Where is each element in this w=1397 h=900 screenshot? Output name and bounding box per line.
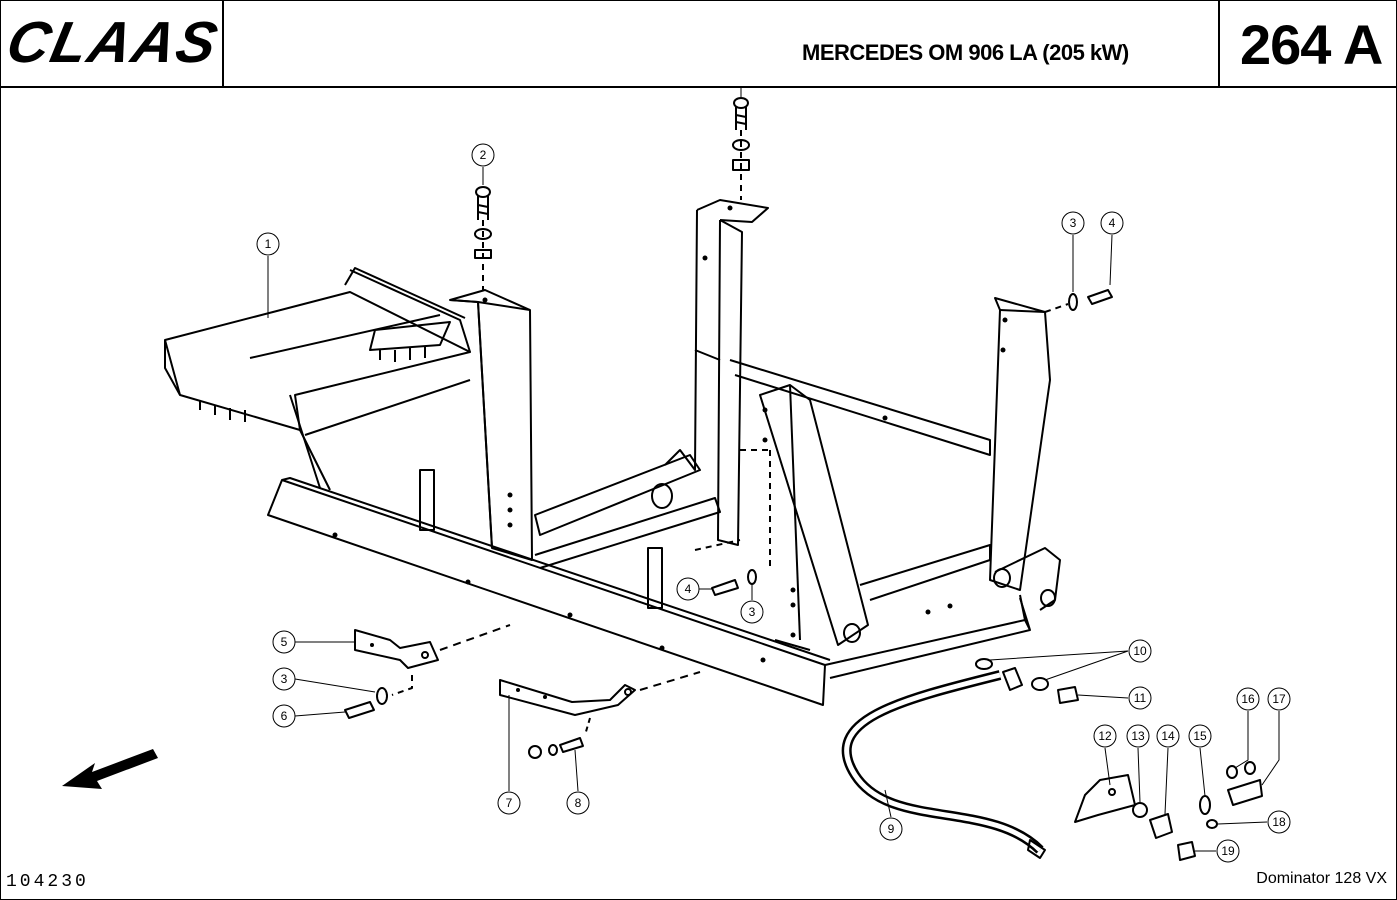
callout-13: 13 [1126, 724, 1150, 803]
svg-text:16: 16 [1241, 692, 1255, 706]
bolt-stack-right [732, 97, 750, 200]
callout-8: 8 [566, 749, 590, 815]
callout-15: 15 [1188, 724, 1212, 797]
callout-6: 6 [272, 704, 346, 728]
callout-9: 9 [879, 789, 903, 841]
callout-12: 12 [1093, 724, 1117, 786]
callout-3c: 3 [272, 667, 376, 693]
header-divider [0, 86, 1397, 88]
engine-title: MERCEDES OM 906 LA (205 kW) [802, 40, 1129, 65]
engine-frame [164, 199, 1061, 706]
callout-17: 17 [1261, 687, 1291, 786]
svg-text:12: 12 [1098, 729, 1112, 743]
callout-7: 7 [497, 695, 521, 815]
svg-text:3: 3 [281, 672, 288, 686]
direction-arrow [62, 749, 158, 789]
svg-text:4: 4 [685, 582, 692, 596]
svg-text:14: 14 [1161, 729, 1175, 743]
svg-text:4: 4 [1109, 216, 1116, 230]
callout-14: 14 [1156, 724, 1180, 815]
fittings-group [1074, 761, 1263, 861]
svg-text:15: 15 [1193, 729, 1207, 743]
callout-2a: 2 [471, 143, 495, 185]
svg-text:13: 13 [1131, 729, 1145, 743]
callout-18: 18 [1217, 810, 1291, 834]
page-number: 264 A [1240, 13, 1383, 76]
svg-text:10: 10 [1133, 644, 1147, 658]
callout-1: 1 [256, 232, 280, 318]
callout-3a: 3 [1061, 211, 1085, 292]
callout-2b: 2 [740, 88, 742, 97]
svg-text:8: 8 [575, 796, 582, 810]
svg-text:5: 5 [281, 635, 288, 649]
svg-text:11: 11 [1134, 691, 1147, 705]
svg-text:3: 3 [749, 605, 756, 619]
machine-model: Dominator 128 VX [1256, 870, 1387, 887]
callout-4b: 4 [676, 577, 712, 601]
exploded-parts-diagram: 1 2 2 3 4 4 3 5 [62, 88, 1291, 863]
bolt-4-middle [694, 449, 771, 596]
svg-text:19: 19 [1221, 844, 1235, 858]
header-separator-right [1218, 0, 1220, 87]
svg-text:3: 3 [1070, 216, 1077, 230]
document-number: 104230 [6, 872, 89, 892]
svg-text:9: 9 [888, 822, 895, 836]
svg-text:7: 7 [506, 796, 513, 810]
callout-4a: 4 [1100, 211, 1124, 286]
svg-text:2: 2 [480, 148, 487, 162]
svg-text:6: 6 [281, 709, 288, 723]
svg-text:18: 18 [1272, 815, 1286, 829]
svg-text:1: 1 [265, 237, 272, 251]
callout-16: 16 [1234, 687, 1260, 769]
callout-3b: 3 [740, 585, 764, 624]
callout-11: 11 [1077, 686, 1152, 710]
svg-text:17: 17 [1272, 692, 1286, 706]
callout-10: 10 [989, 639, 1152, 681]
bolt-4-upper [1044, 289, 1113, 313]
header-separator-left [222, 0, 224, 87]
bolt-stack-left [474, 186, 492, 290]
callout-5: 5 [272, 630, 355, 654]
bracket-5 [344, 624, 511, 719]
bracket-7 [499, 671, 701, 759]
hose-9 [841, 658, 1079, 859]
brand-logo: CLAAS [1, 10, 225, 75]
callout-19: 19 [1195, 839, 1240, 863]
